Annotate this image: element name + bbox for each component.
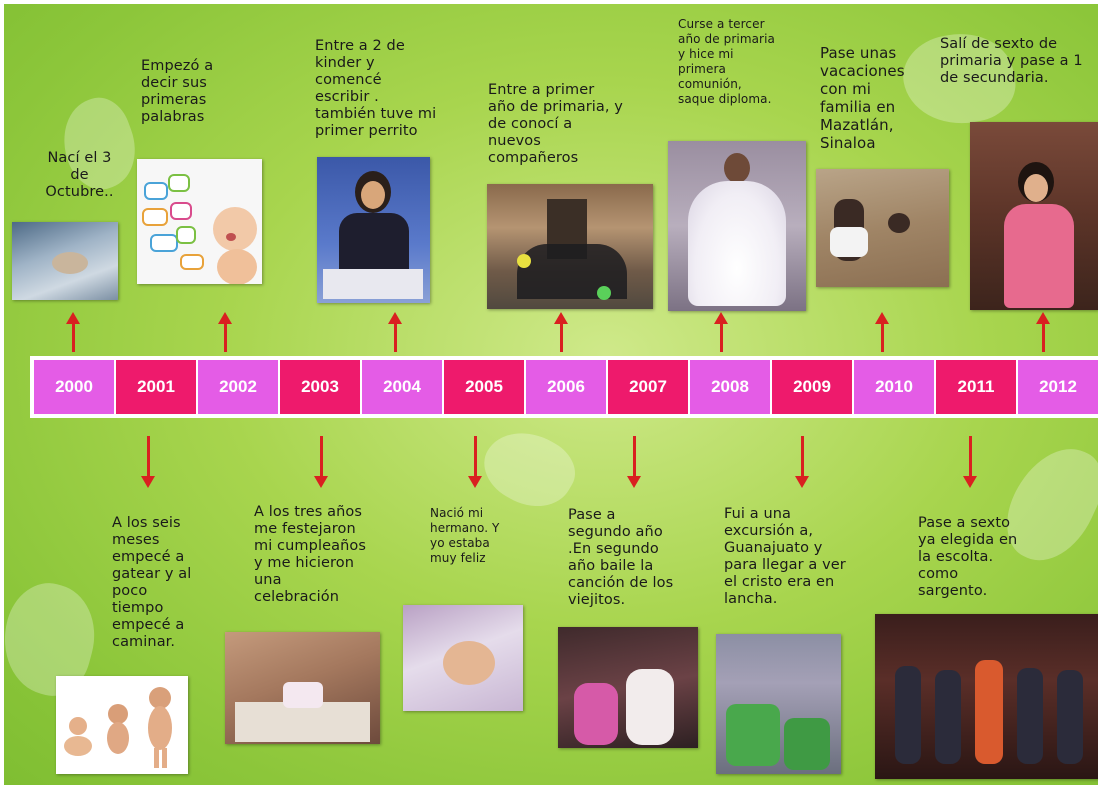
- timeline-slide: Nací el 3 de Octubre.. Empezó a decir su…: [4, 4, 1098, 785]
- photo-mazatlan-2010: [816, 169, 949, 287]
- year-2009: 2009: [772, 360, 852, 414]
- year-2002: 2002: [198, 360, 278, 414]
- balloon: [517, 254, 531, 268]
- baby-figure: [52, 252, 88, 274]
- cake: [283, 682, 323, 708]
- event-text-2010: Pase unas vacaciones con mi familia en M…: [820, 44, 905, 152]
- photo-graduation-2012: [970, 122, 1098, 310]
- student: [1057, 670, 1083, 764]
- photo-birthday-2003: [225, 632, 380, 744]
- year-2007: 2007: [608, 360, 688, 414]
- photo-communion-2008: [668, 141, 806, 311]
- year-2001: 2001: [116, 360, 196, 414]
- photo-kinder-2004: [317, 157, 430, 303]
- head-in-sand: [888, 213, 910, 233]
- arrow-down-2003: [314, 436, 328, 488]
- speech-bubbles-illustration: [142, 174, 257, 284]
- arrow-down-2007: [627, 436, 641, 488]
- communion-dress: [688, 181, 786, 306]
- student: [935, 670, 961, 764]
- girl-face: [1024, 174, 1048, 202]
- arrow-up-2012: [1036, 312, 1050, 352]
- arrow-up-2002: [218, 312, 232, 352]
- year-2012: 2012: [1018, 360, 1098, 414]
- year-2010: 2010: [854, 360, 934, 414]
- event-text-2004: Entre a 2 de kinder y comencé escribir .…: [315, 38, 437, 139]
- photo-newborn-2000: [12, 222, 118, 300]
- event-text-2003: A los tres años me festejaron mi cumplea…: [254, 504, 367, 605]
- arrow-up-2008: [714, 312, 728, 352]
- arrow-up-2010: [875, 312, 889, 352]
- event-text-2012: Salí de sexto de primaria y pase a 1 de …: [940, 36, 1083, 86]
- arrow-down-2001: [141, 436, 155, 488]
- babies-illustration: [64, 687, 172, 768]
- event-text-2006: Entre a primer año de primaria, y de con…: [488, 82, 623, 166]
- balloon: [597, 286, 611, 300]
- arrow-up-2006: [554, 312, 568, 352]
- photo-dance-2007: [558, 627, 698, 748]
- event-text-2001: A los seis meses empecé a gatear y al po…: [112, 515, 192, 650]
- dancer-white: [626, 669, 674, 745]
- student: [895, 666, 921, 764]
- year-2004: 2004: [362, 360, 442, 414]
- baby-face: [443, 641, 495, 685]
- arrow-up-2004: [388, 312, 402, 352]
- life-vest: [784, 718, 830, 770]
- year-2006: 2006: [526, 360, 606, 414]
- pink-dress: [1004, 204, 1074, 308]
- event-text-2005: Nació mi hermano. Y yo estaba muy feliz: [430, 506, 500, 565]
- year-2008: 2008: [690, 360, 770, 414]
- student: [975, 660, 1003, 764]
- girl-uniform: [339, 213, 409, 275]
- arrow-down-2009: [795, 436, 809, 488]
- student: [1017, 668, 1043, 764]
- photo-first-words-2002: [137, 159, 262, 284]
- arrow-up-2000: [66, 312, 80, 352]
- dancer-pink: [574, 683, 618, 745]
- person-shirt: [830, 227, 868, 257]
- photo-school-2006: [487, 184, 653, 309]
- cake-table: [235, 702, 370, 742]
- event-text-2007: Pase a segundo año .En segundo año baile…: [568, 507, 674, 608]
- girl-head: [724, 153, 750, 183]
- photo-boat-trip-2009: [716, 634, 841, 774]
- event-text-2011: Pase a sexto ya elegida en la escolta. c…: [918, 515, 1018, 599]
- year-2011: 2011: [936, 360, 1016, 414]
- year-2000: 2000: [34, 360, 114, 414]
- event-text-2008: Curse a tercer año de primaria y hice mi…: [678, 17, 775, 106]
- year-2003: 2003: [280, 360, 360, 414]
- arrow-down-2005: [468, 436, 482, 488]
- photo-baby-brother-2005: [403, 605, 523, 711]
- life-vest: [726, 704, 780, 766]
- photo-babies-crawling-2001: [56, 676, 188, 774]
- event-text-2009: Fui a una excursión a, Guanajuato y para…: [724, 506, 846, 607]
- girl-face: [361, 181, 385, 209]
- desk: [323, 269, 423, 299]
- arrow-down-2011: [963, 436, 977, 488]
- photo-school-escort-2011: [875, 614, 1098, 779]
- event-text-2000: Nací el 3 de Octubre..: [45, 150, 114, 200]
- year-2005: 2005: [444, 360, 524, 414]
- event-text-2002: Empezó a decir sus primeras palabras: [141, 58, 214, 125]
